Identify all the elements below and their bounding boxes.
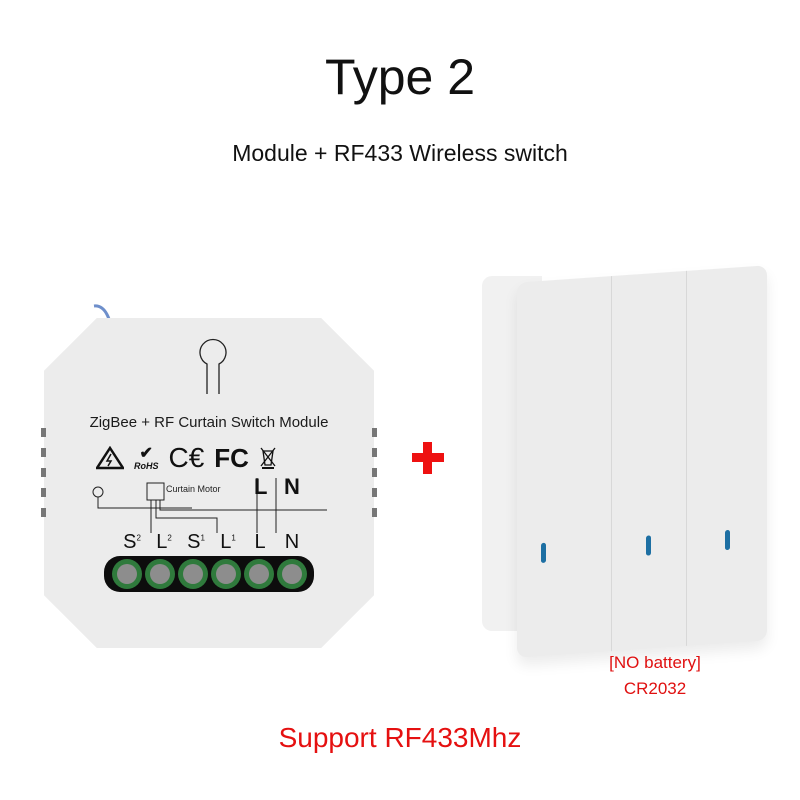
- input-label-n: N: [284, 474, 300, 499]
- certification-marks: ✔ RoHS C€ FC: [96, 442, 277, 474]
- terminal-screw: [243, 559, 274, 589]
- vent-slot: [41, 448, 46, 457]
- keyhole-icon: [199, 338, 227, 394]
- terminal-label-n: N: [284, 531, 300, 553]
- module-housing: [44, 318, 374, 648]
- module-name-label: ZigBee + RF Curtain Switch Module: [89, 414, 329, 431]
- weee-bin-icon: [260, 447, 276, 469]
- rocker-button-3: [687, 265, 767, 646]
- page-title: Type 2: [324, 49, 476, 105]
- no-battery-label: [NO battery]: [609, 653, 701, 672]
- terminal-screw: [177, 559, 208, 589]
- input-label-l: L: [254, 474, 268, 499]
- terminal-label-s2: S2: [123, 531, 141, 553]
- high-voltage-warning-icon: [96, 446, 124, 470]
- vent-slot: [41, 428, 46, 437]
- vent-slot: [372, 468, 377, 477]
- curtain-switch-module: ZigBee + RF Curtain Switch Module ✔ RoHS…: [41, 304, 377, 648]
- led-indicator-icon: [646, 535, 651, 556]
- led-indicator-icon: [541, 542, 546, 564]
- rocker-button-1: [517, 276, 612, 658]
- terminal-screw: [276, 559, 307, 589]
- terminal-block: [104, 556, 314, 592]
- page-subtitle: Module + RF433 Wireless switch: [232, 140, 568, 166]
- terminal-label-l2: L2: [156, 531, 172, 553]
- terminal-label-s1: S1: [187, 531, 205, 553]
- rohs-mark: ✔ RoHS: [134, 444, 159, 471]
- terminal-labels: S2 L2 S1 L1 L N: [116, 531, 308, 554]
- rf433-wireless-switch: [482, 262, 772, 658]
- terminal-screw: [210, 559, 241, 589]
- terminal-label-l1: L1: [220, 531, 236, 553]
- led-indicator-icon: [725, 529, 730, 551]
- curtain-motor-label: Curtain Motor: [166, 484, 221, 494]
- vent-slot: [372, 448, 377, 457]
- vent-slot: [372, 488, 377, 497]
- terminal-label-l: L: [254, 531, 266, 553]
- battery-note: [NO battery] CR2032: [580, 650, 730, 702]
- wiring-diagram: [92, 478, 327, 533]
- battery-model-label: CR2032: [623, 679, 687, 698]
- plus-icon: [410, 440, 446, 476]
- vent-slot: [41, 488, 46, 497]
- ce-mark: C€: [168, 442, 205, 473]
- rf-support-caption: Support RF433Mhz: [278, 722, 522, 753]
- fcc-mark: FC: [214, 442, 249, 473]
- vent-slot: [41, 508, 46, 517]
- vent-slot: [372, 508, 377, 517]
- vent-slot: [372, 428, 377, 437]
- terminal-screw: [111, 559, 142, 589]
- switch-faceplate: [517, 265, 767, 658]
- rocker-button-2: [612, 270, 687, 652]
- vent-slot: [41, 468, 46, 477]
- terminal-screw: [144, 559, 175, 589]
